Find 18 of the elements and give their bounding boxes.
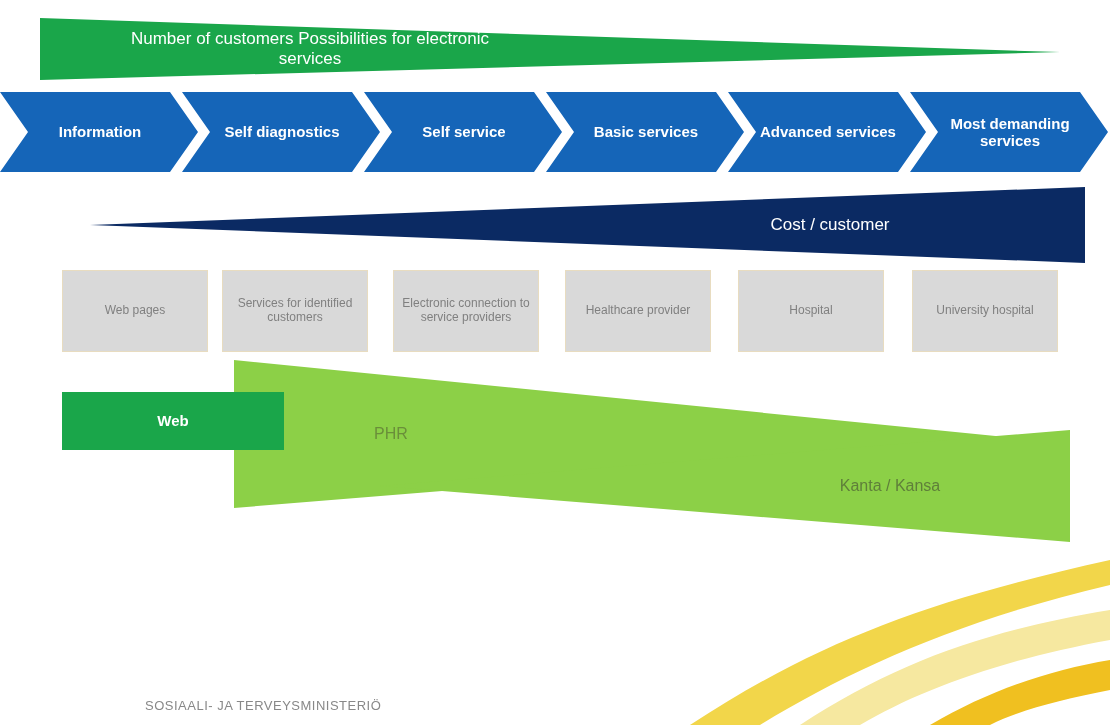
banner-text: Cost / customer [770, 215, 890, 235]
step-label: Self diagnostics [224, 123, 340, 141]
category-label: Hospital [789, 304, 833, 318]
step-label: Self service [422, 123, 506, 141]
category-label: Healthcare provider [585, 304, 691, 318]
step-label: Information [58, 123, 142, 141]
category-label: Electronic connection to service providers [401, 297, 531, 325]
banner-text: Number of customers Possibilities for electronic services [129, 29, 491, 69]
step-label: Basic services [593, 123, 699, 141]
banner-text: Kanta / Kansa [839, 476, 941, 496]
category-label: Services for identified customers [236, 297, 354, 325]
category-label: Web pages [104, 304, 166, 318]
step-label: Advanced services [760, 123, 896, 141]
ministry-name: SOSIAALI- JA TERVEYSMINISTERIÖ [145, 698, 382, 713]
step-label: Most demanding services [949, 114, 1071, 150]
banner-text: PHR [374, 424, 408, 444]
category-label: University hospital [936, 304, 1034, 318]
box-label: Web [157, 412, 189, 430]
